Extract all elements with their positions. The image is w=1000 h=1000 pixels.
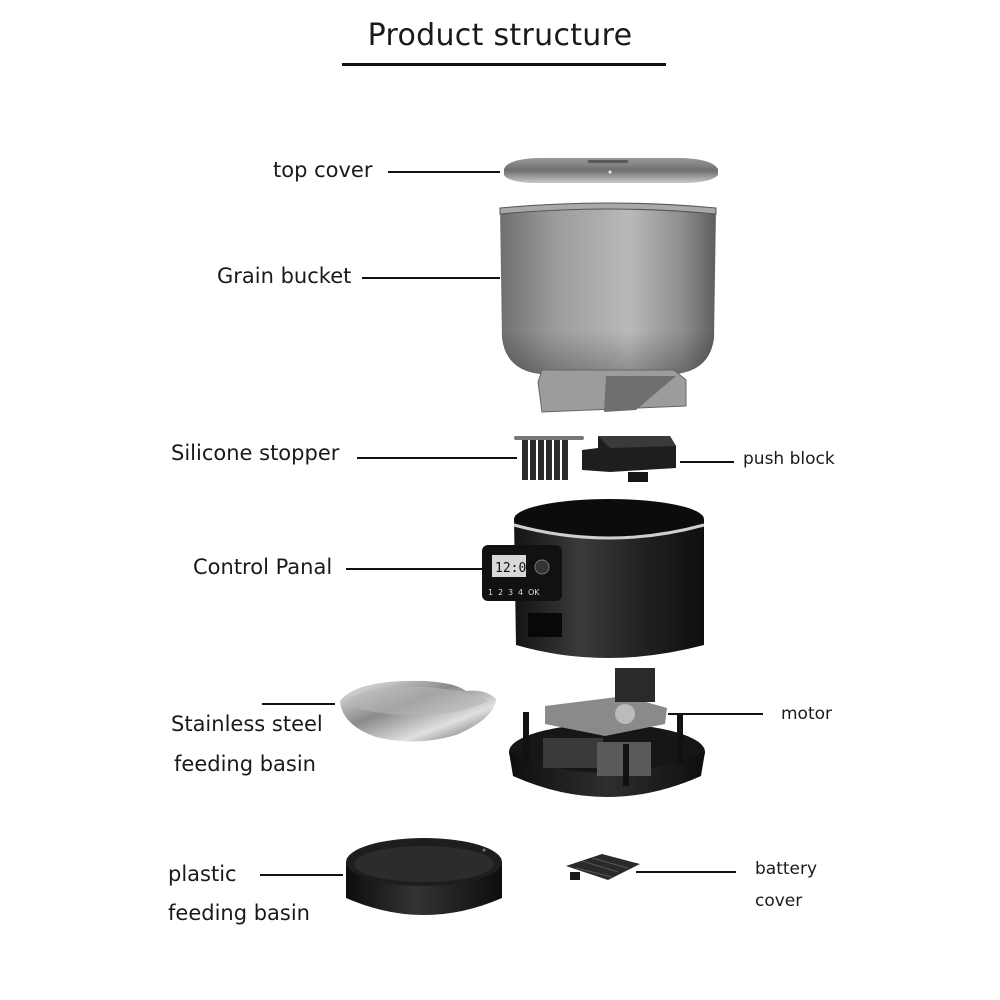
leader-plastic-basin xyxy=(260,874,343,876)
leader-push-block xyxy=(680,461,734,463)
label-motor: motor xyxy=(781,704,833,724)
leader-stainless-basin xyxy=(262,703,335,705)
leader-motor xyxy=(668,713,763,715)
label-push-block: push block xyxy=(743,449,835,469)
svg-text:2: 2 xyxy=(498,588,503,597)
svg-text:OK: OK xyxy=(528,588,540,597)
label-control-panel: Control Panal xyxy=(193,555,333,579)
lcd-time: 12:00 xyxy=(495,561,534,576)
plastic-basin-illustration xyxy=(346,838,502,915)
page-title: Product structure xyxy=(367,18,633,53)
top-cover-illustration xyxy=(504,158,718,183)
battery-cover-illustration xyxy=(566,854,640,880)
leader-top-cover xyxy=(388,171,500,173)
label-stainless-basin-line2: feeding basin xyxy=(174,752,316,776)
leader-grain-bucket xyxy=(362,277,500,279)
label-plastic-basin-line2: feeding basin xyxy=(168,901,310,925)
stainless-basin-illustration xyxy=(340,680,496,742)
push-block-illustration xyxy=(582,436,676,482)
label-battery-cover-line2: cover xyxy=(755,891,803,911)
svg-text:4: 4 xyxy=(518,588,523,597)
silicone-stopper-illustration xyxy=(514,436,584,480)
label-grain-bucket: Grain bucket xyxy=(217,264,352,288)
base-motor-illustration xyxy=(509,668,705,797)
leader-silicone-stopper xyxy=(357,457,517,459)
label-plastic-basin-line1: plastic xyxy=(168,862,237,886)
label-battery-cover-line1: battery xyxy=(755,859,818,879)
leader-battery-cover xyxy=(636,871,736,873)
svg-text:1: 1 xyxy=(488,588,493,597)
grain-bucket-illustration xyxy=(499,202,717,413)
label-silicone-stopper: Silicone stopper xyxy=(171,441,340,465)
label-stainless-basin-line1: Stainless steel xyxy=(171,712,323,736)
label-top-cover: top cover xyxy=(273,158,373,182)
leader-control-panel xyxy=(346,568,484,570)
title-underline xyxy=(342,63,666,66)
svg-text:3: 3 xyxy=(508,588,513,597)
